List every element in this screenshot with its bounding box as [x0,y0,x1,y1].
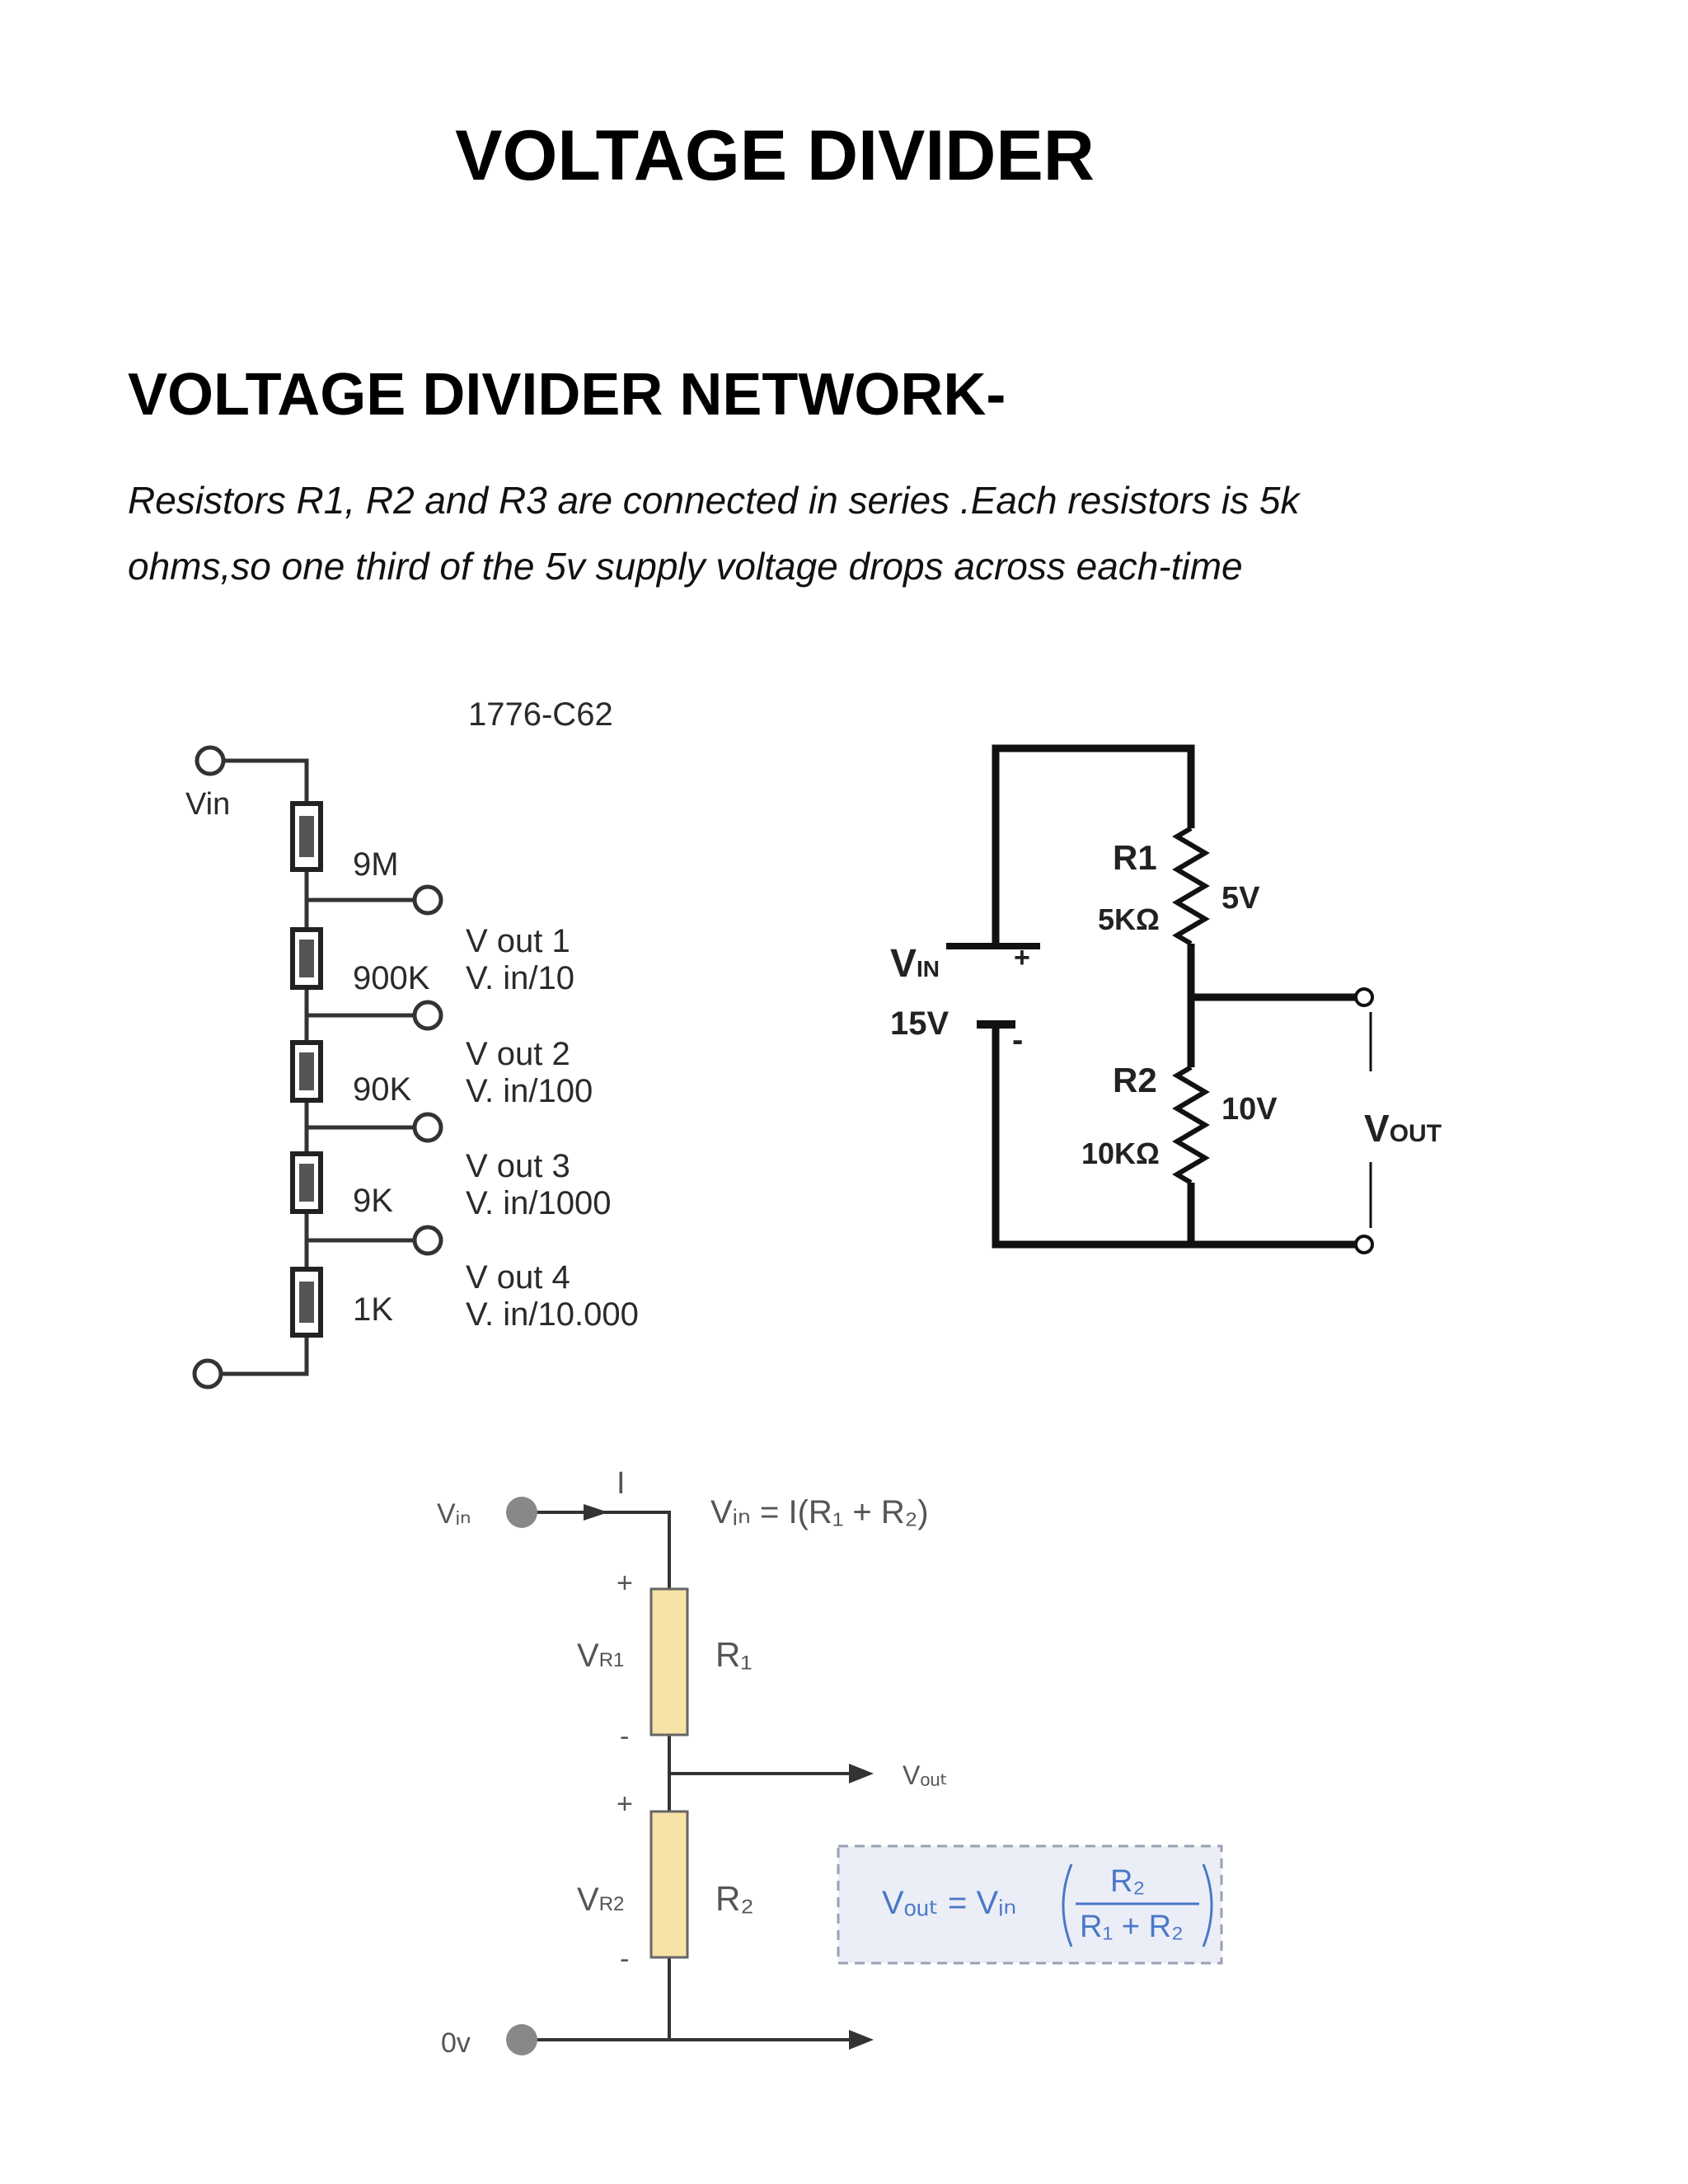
ground-label: 0v [441,2027,471,2059]
vin-terminal [195,745,226,776]
tap-terminal-4 [412,1225,443,1256]
r2-zigzag [1172,1065,1210,1185]
resistor-1k [290,1267,323,1338]
resistor-90k [290,1040,323,1103]
r1-plus: + [617,1568,633,1599]
r1-drop: 5V [1221,881,1260,916]
r1-minus: - [620,1721,629,1752]
vout1-name: V out 1 [466,923,570,959]
battery-divider-diagram [946,744,1360,1249]
decade-resistors [290,801,323,1338]
basic-divider-diagram [530,1511,853,2041]
vout2-ratio: V. in/100 [466,1073,593,1109]
vout3-ratio: V. in/1000 [466,1185,611,1221]
ground-node [506,2024,537,2055]
decade-divider-diagram [192,745,443,1390]
paragraph-line-2: ohms,so one third of the 5v supply volta… [128,545,1243,588]
battery-minus: - [1012,1022,1023,1058]
resistor-9k [290,1151,323,1214]
vin-main: VIN [890,942,940,986]
vout4-ratio: V. in/10.000 [466,1296,639,1333]
vout3-name: V out 3 [466,1148,570,1184]
vout4-name: V out 4 [466,1259,570,1296]
vout-label-basic: Vₒᵤₜ [903,1760,948,1790]
vout-formula-box: Vₒᵤₜ = Vᵢₙ R₂ R₁ + R₂ [837,1844,1223,1965]
ground-terminal [192,1358,223,1390]
battery-plus: + [1014,942,1030,973]
vout-label: VOUT [1364,1107,1442,1150]
r2-value: 10KΩ [1081,1137,1160,1170]
r2-plus: + [617,1788,633,1820]
r1-label: R₁ [715,1635,753,1674]
resistor-label-1: 9M [353,846,399,883]
diagram-code: 1776-C62 [468,696,613,733]
vout-top-terminal [1354,987,1374,1007]
current-arrow [584,1504,608,1521]
formula-denominator: R₁ + R₂ [1080,1910,1184,1944]
vr1-label: VR1 [577,1638,624,1674]
page-title: VOLTAGE DIVIDER [455,116,1095,195]
vin-value: 15V [890,1005,949,1042]
vin-node-label: Vᵢₙ [437,1498,471,1530]
ground-arrow [849,2030,874,2050]
resistor-label-5: 1K [353,1291,393,1328]
top-wire [992,744,1195,946]
formula-left-paren [1062,1863,1073,1947]
resistor-label-2: 900K [353,960,430,996]
vin-label: Vin [185,787,230,822]
vr2-label: VR2 [577,1882,624,1918]
r1-name: R1 [1113,838,1157,877]
vout-bottom-terminal [1354,1235,1374,1254]
formula-left: Vₒᵤₜ = Vᵢₙ [882,1885,1016,1921]
tap-terminal-3 [412,1112,443,1143]
current-label: I [617,1466,626,1501]
resistor-label-4: 9K [353,1183,393,1219]
vin-wire [530,1511,671,1589]
tap-terminal-2 [412,1000,443,1031]
r2-drop: 10V [1221,1092,1278,1127]
vin-node [506,1497,537,1528]
formula-numerator: R₂ [1110,1864,1145,1899]
tap-terminal-1 [412,884,443,916]
vout2-name: V out 2 [466,1036,570,1072]
paragraph-line-1: Resistors R1, R2 and R3 are connected in… [128,479,1300,522]
resistor-r1 [649,1587,689,1736]
vout-arrow [849,1764,874,1783]
bottom-wire [992,1024,1195,1249]
resistor-900k [290,927,323,990]
r1-value: 5KΩ [1098,902,1160,936]
r2-label: R₂ [715,1879,754,1918]
vin-equation: Vᵢₙ = I(R₁ + R₂) [710,1494,929,1530]
r2-name: R2 [1113,1061,1157,1099]
resistor-r2 [649,1810,689,1959]
section-heading: VOLTAGE DIVIDER NETWORK- [128,362,1006,428]
resistor-label-3: 90K [353,1071,411,1108]
r2-minus: - [620,1943,629,1975]
formula-right-paren [1202,1863,1213,1947]
resistor-9m [290,801,323,872]
r1-zigzag [1172,826,1210,946]
vout1-ratio: V. in/10 [466,960,574,996]
